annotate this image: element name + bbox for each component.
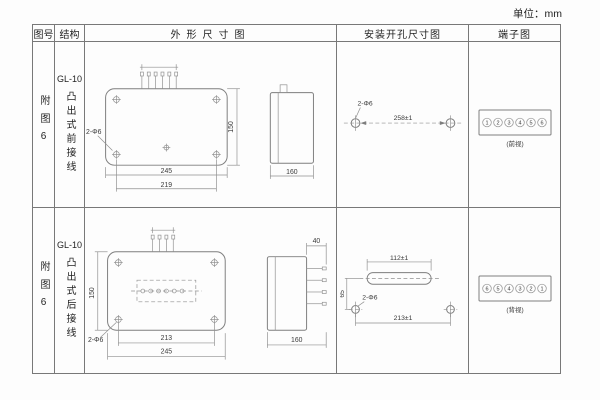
terminal-number: 1 xyxy=(540,286,543,292)
view-caption: (前视) xyxy=(506,139,523,148)
table-row-rear-wiring: 附图6 GL-10 凸出式后接线 xyxy=(32,207,561,374)
view-caption: (背视) xyxy=(506,305,523,314)
rear-studs-side-view xyxy=(306,266,327,306)
terminal-diagram-front: 1 2 3 4 5 6 (前视) xyxy=(478,109,551,148)
hole-diameter-label: 2-Φ6 xyxy=(357,100,372,107)
dim-vertical-offset: 65 xyxy=(340,289,346,297)
dim-width-outer: 245 xyxy=(160,168,172,175)
structure-cell: GL-10 凸出式后接线 xyxy=(55,240,84,341)
header-figure-no: 图号 xyxy=(32,24,55,42)
terminal-diagram-rear: 6 5 4 3 2 1 (背视) xyxy=(478,275,551,314)
figure-no: 附图6 xyxy=(38,94,49,150)
dim-slot-length: 112±1 xyxy=(389,254,407,261)
terminal-number: 3 xyxy=(518,286,521,292)
dim-hole-span: 213±1 xyxy=(393,315,412,322)
terminal-number: 4 xyxy=(507,286,510,292)
dim-hole-span: 258±1 xyxy=(393,115,412,122)
header-terminal-drawing: 端子图 xyxy=(468,24,561,42)
terminal-number: 6 xyxy=(485,286,488,292)
front-view xyxy=(104,63,228,166)
dimension-lines: 150 2-Φ6 213 245 xyxy=(87,250,226,360)
terminal-circles xyxy=(481,117,547,127)
structure-model: GL-10 xyxy=(56,74,82,84)
structure-cell: GL-10 凸出式前接线 xyxy=(55,74,84,175)
dim-width-outer: 245 xyxy=(160,348,172,355)
mounting-holes xyxy=(111,94,221,159)
unit-label: 单位：mm xyxy=(513,8,562,20)
terminal-number: 6 xyxy=(540,120,543,126)
side-view: 160 xyxy=(269,83,314,179)
terminal-number: 3 xyxy=(507,120,510,126)
table-row-front-wiring: 附图6 GL-10 凸出式前接线 xyxy=(32,41,561,208)
header-row: 图号 结构 外形尺寸图 安装开孔尺寸图 端子图 xyxy=(32,24,561,42)
hole-diameter-label: 2-Φ6 xyxy=(362,294,377,301)
front-view xyxy=(106,226,226,331)
dim-stud-length: 40 xyxy=(312,237,320,244)
install-drawing-front: 258±1 2-Φ6 xyxy=(343,100,462,131)
terminal-number: 5 xyxy=(529,120,532,126)
hole-diameter-label: 2-Φ6 xyxy=(86,128,102,135)
header-install-drawing: 安装开孔尺寸图 xyxy=(336,24,469,42)
install-drawing-rear: 112±1 213±1 65 2-Φ6 xyxy=(340,254,457,326)
side-view: 40 160 xyxy=(266,237,327,348)
dimension-lines: 2-Φ6 150 245 219 xyxy=(86,87,240,192)
terminal-pins xyxy=(150,226,175,252)
header-structure: 结构 xyxy=(54,24,85,42)
dim-width-holes: 219 xyxy=(160,181,172,188)
outline-drawing-front: 2-Φ6 150 245 219 xyxy=(86,63,314,192)
figure-no: 附图6 xyxy=(38,260,49,316)
dim-height: 150 xyxy=(228,121,235,133)
dim-width-holes: 213 xyxy=(160,335,172,342)
rear-studs-front-view xyxy=(140,288,184,293)
terminal-number: 2 xyxy=(496,120,499,126)
terminal-number: 2 xyxy=(529,286,532,292)
terminal-pins xyxy=(139,63,178,89)
outline-drawing-rear: 150 2-Φ6 213 245 xyxy=(87,226,327,360)
structure-type: 凸出式后接线 xyxy=(64,257,75,341)
spec-table: 图号 结构 外形尺寸图 安装开孔尺寸图 端子图 附图6 GL-10 凸出式前接线 xyxy=(32,24,561,374)
hole-diameter-label: 2-Φ6 xyxy=(87,336,103,343)
dim-depth: 160 xyxy=(286,169,298,176)
terminal-circles xyxy=(481,283,547,293)
header-outline-drawing: 外形尺寸图 xyxy=(84,24,337,42)
mounting-holes xyxy=(113,257,219,324)
structure-type: 凸出式前接线 xyxy=(64,91,75,175)
dim-depth: 160 xyxy=(291,336,303,343)
structure-model: GL-10 xyxy=(56,240,82,250)
terminal-number: 1 xyxy=(485,120,488,126)
dim-height: 150 xyxy=(88,287,95,299)
terminal-number: 5 xyxy=(496,286,499,292)
terminal-number: 4 xyxy=(518,120,521,126)
